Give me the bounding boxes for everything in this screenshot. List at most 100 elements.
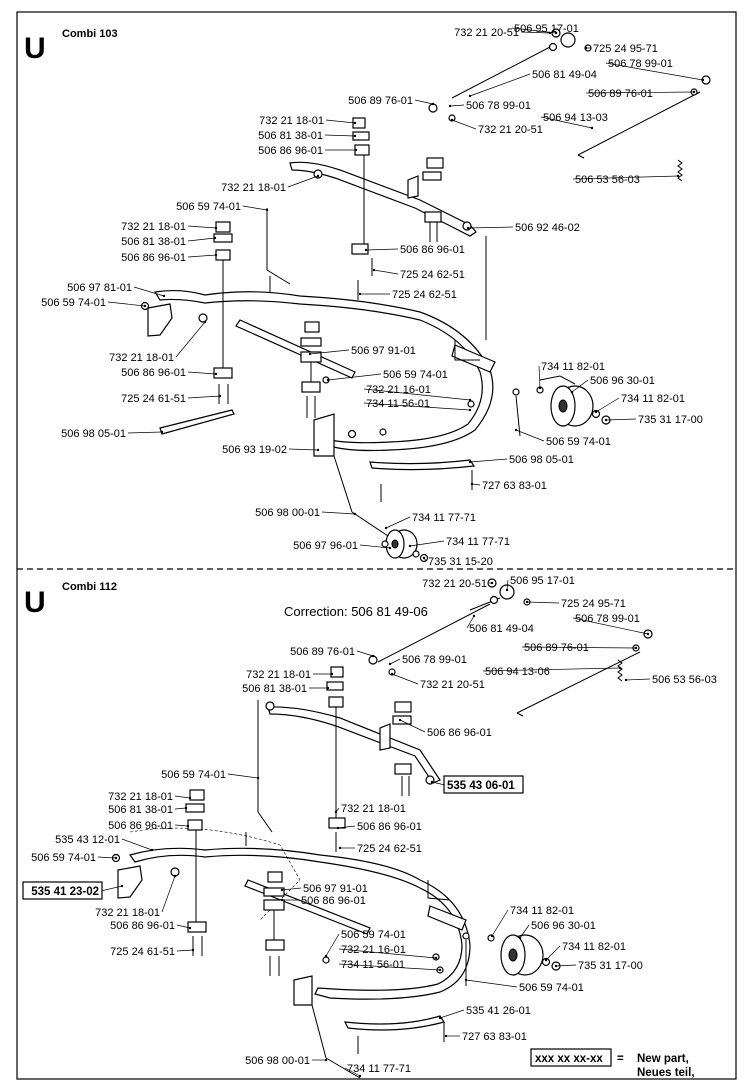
combi-112-leader-arrow [338, 846, 342, 850]
combi-103-leader-arrow [316, 174, 320, 178]
combi-103-leader-arrow [692, 90, 696, 94]
combi-112-leader-line [526, 601, 560, 604]
combi-112-leader-arrow [358, 1074, 362, 1078]
combi-103-part-number-label: 506 93 19-02 [222, 444, 287, 456]
combi-112-part-number-label: 535 41 23-02 [31, 886, 99, 898]
combi-112-leader-line [176, 924, 191, 929]
combi-103-leader-line [309, 349, 350, 355]
combi-112-leader-line [545, 945, 561, 961]
drawing-combi-112 [111, 578, 653, 1079]
combi-112-part-number-label: 506 94 13-06 [485, 666, 550, 678]
combi-112-leader-arrow [188, 796, 192, 800]
combi-112-leader-arrow [324, 954, 328, 958]
combi-103-part-number-label: 506 98 05-01 [61, 428, 126, 440]
combi-103-leader-arrow [203, 320, 207, 324]
combi-112-part-number-label: 506 96 30-01 [531, 920, 596, 932]
combi-103-part-number-label: 506 86 96-01 [121, 367, 186, 379]
combi-112-leader-line [121, 838, 153, 851]
combi-103-part-number-label: 725 24 61-51 [121, 393, 186, 405]
combi-112-part-number-label: 506 89 76-01 [290, 646, 355, 658]
combi-103-part-number-label: 727 63 83-01 [482, 480, 547, 492]
combi-112-part-number-label: 735 31 17-00 [578, 960, 643, 972]
combi-112-leader-line [344, 1067, 361, 1077]
combi-103-leader-line [187, 254, 217, 258]
combi-112-leader-arrow [646, 632, 650, 636]
combi-112-leader-arrow [624, 678, 628, 682]
combi-112-leader-arrow [430, 780, 434, 784]
combi-103-leader-arrow [358, 292, 362, 296]
combi-103-leader-arrow [422, 556, 426, 560]
combi-103-part-number-label: 732 21 18-01 [121, 221, 186, 233]
combi-103-leader-arrow [214, 372, 218, 376]
combi-103-part-number-label: 732 21 18-01 [259, 115, 324, 127]
legend-equals: = [617, 1053, 624, 1065]
section-letter-bottom: U [24, 586, 46, 619]
combi-112-part-number-label: 535 43 06-01 [447, 780, 515, 792]
combi-112-leader-line [572, 617, 649, 635]
combi-112-part-number-label: 732 21 16-01 [341, 944, 406, 956]
combi-103-leader-arrow [468, 398, 472, 402]
combi-103-leader-line [175, 321, 206, 358]
combi-103-leader-line [585, 91, 695, 94]
combi-112-leader-arrow [114, 856, 118, 860]
combi-103-leader-line [187, 225, 217, 229]
section-letter-top: U [24, 32, 46, 65]
combi-112-leader-line [325, 933, 340, 957]
combi-112-leader-line [399, 719, 426, 733]
combi-103-part-number-label: 506 81 49-04 [532, 69, 597, 81]
combi-112-part-number-label: 734 11 77-71 [347, 1063, 411, 1075]
combi-112-leader-line [338, 963, 441, 971]
combi-112-leader-arrow [438, 968, 442, 972]
combi-103-part-number-label: 732 21 20-51 [454, 27, 519, 39]
combi-112-part-number-label: 506 86 96-01 [301, 895, 366, 907]
combi-103-leader-arrow [466, 226, 470, 230]
combi-112-leader-line [176, 949, 194, 952]
combi-103-leader-arrow [570, 390, 574, 394]
combi-103-part-number-label: 732 21 18-01 [221, 182, 286, 194]
combi-112-leader-arrow [334, 810, 338, 814]
combi-112-part-number-label: 734 11 82-01 [562, 941, 626, 953]
combi-112-part-number-label: 732 21 20-51 [422, 578, 487, 590]
legend-code: xxx xx xx-xx [535, 1053, 603, 1065]
combi-112-leader-line [337, 825, 356, 829]
combi-103-leader-line [605, 418, 637, 421]
combi-103-leader-line [107, 301, 146, 307]
combi-112-part-number-label: 506 86 96-01 [357, 821, 422, 833]
combi-103-leader-line [605, 62, 704, 81]
combi-103-leader-arrow [701, 78, 705, 82]
combi-103-leader-arrow [594, 410, 598, 414]
combi-103-part-number-label: 506 86 96-01 [258, 145, 323, 157]
combi-112-leader-line [161, 875, 176, 913]
combi-103-leader-arrow [554, 31, 558, 35]
legend-line-1: New part, [637, 1053, 689, 1065]
combi-112-leader-arrow [618, 666, 622, 670]
combi-103-part-number-label: 734 11 56-01 [366, 398, 430, 410]
legend-code-box [530, 1048, 612, 1067]
combi-112-part-number-label: 725 24 62-51 [357, 843, 422, 855]
combi-103-leader-line [325, 119, 356, 124]
combi-112-leader-line [439, 1009, 465, 1019]
combi-103-leader-arrow [316, 448, 320, 452]
combi-103-leader-arrow [353, 134, 357, 138]
combi-103-part-number-label: 734 11 77-71 [446, 536, 510, 548]
combi-103-leader-arrow [354, 148, 358, 152]
combi-103-part-number-label: 506 92 46-02 [515, 222, 580, 234]
combi-112-part-number-label: 506 59 74-01 [161, 769, 226, 781]
combi-103-leader-line [449, 104, 465, 107]
combi-103-leader-arrow [584, 46, 588, 50]
combi-112-leader-arrow [398, 718, 402, 722]
combi-103-leader-line [572, 175, 679, 180]
combi-103-leader-arrow [162, 294, 166, 298]
combi-103-leader-arrow [448, 104, 452, 108]
combi-103-leader-arrow [214, 253, 218, 257]
legend-line-2: Neues teil, [637, 1067, 695, 1079]
combi-112-part-number-label: 535 41 26-01 [466, 1005, 531, 1017]
combi-112-part-number-label: 506 59 74-01 [31, 852, 96, 864]
combi-112-leader-line [519, 924, 530, 939]
combi-112-part-number-label: 732 21 18-01 [108, 791, 173, 803]
combi-103-part-number-label: 725 24 95-71 [593, 43, 658, 55]
combi-103-part-number-label: 506 59 74-01 [383, 369, 448, 381]
combi-103-part-number-label: 735 31 17-00 [638, 414, 703, 426]
combi-112-leader-arrow [326, 686, 330, 690]
combi-112-leader-line [174, 795, 191, 799]
